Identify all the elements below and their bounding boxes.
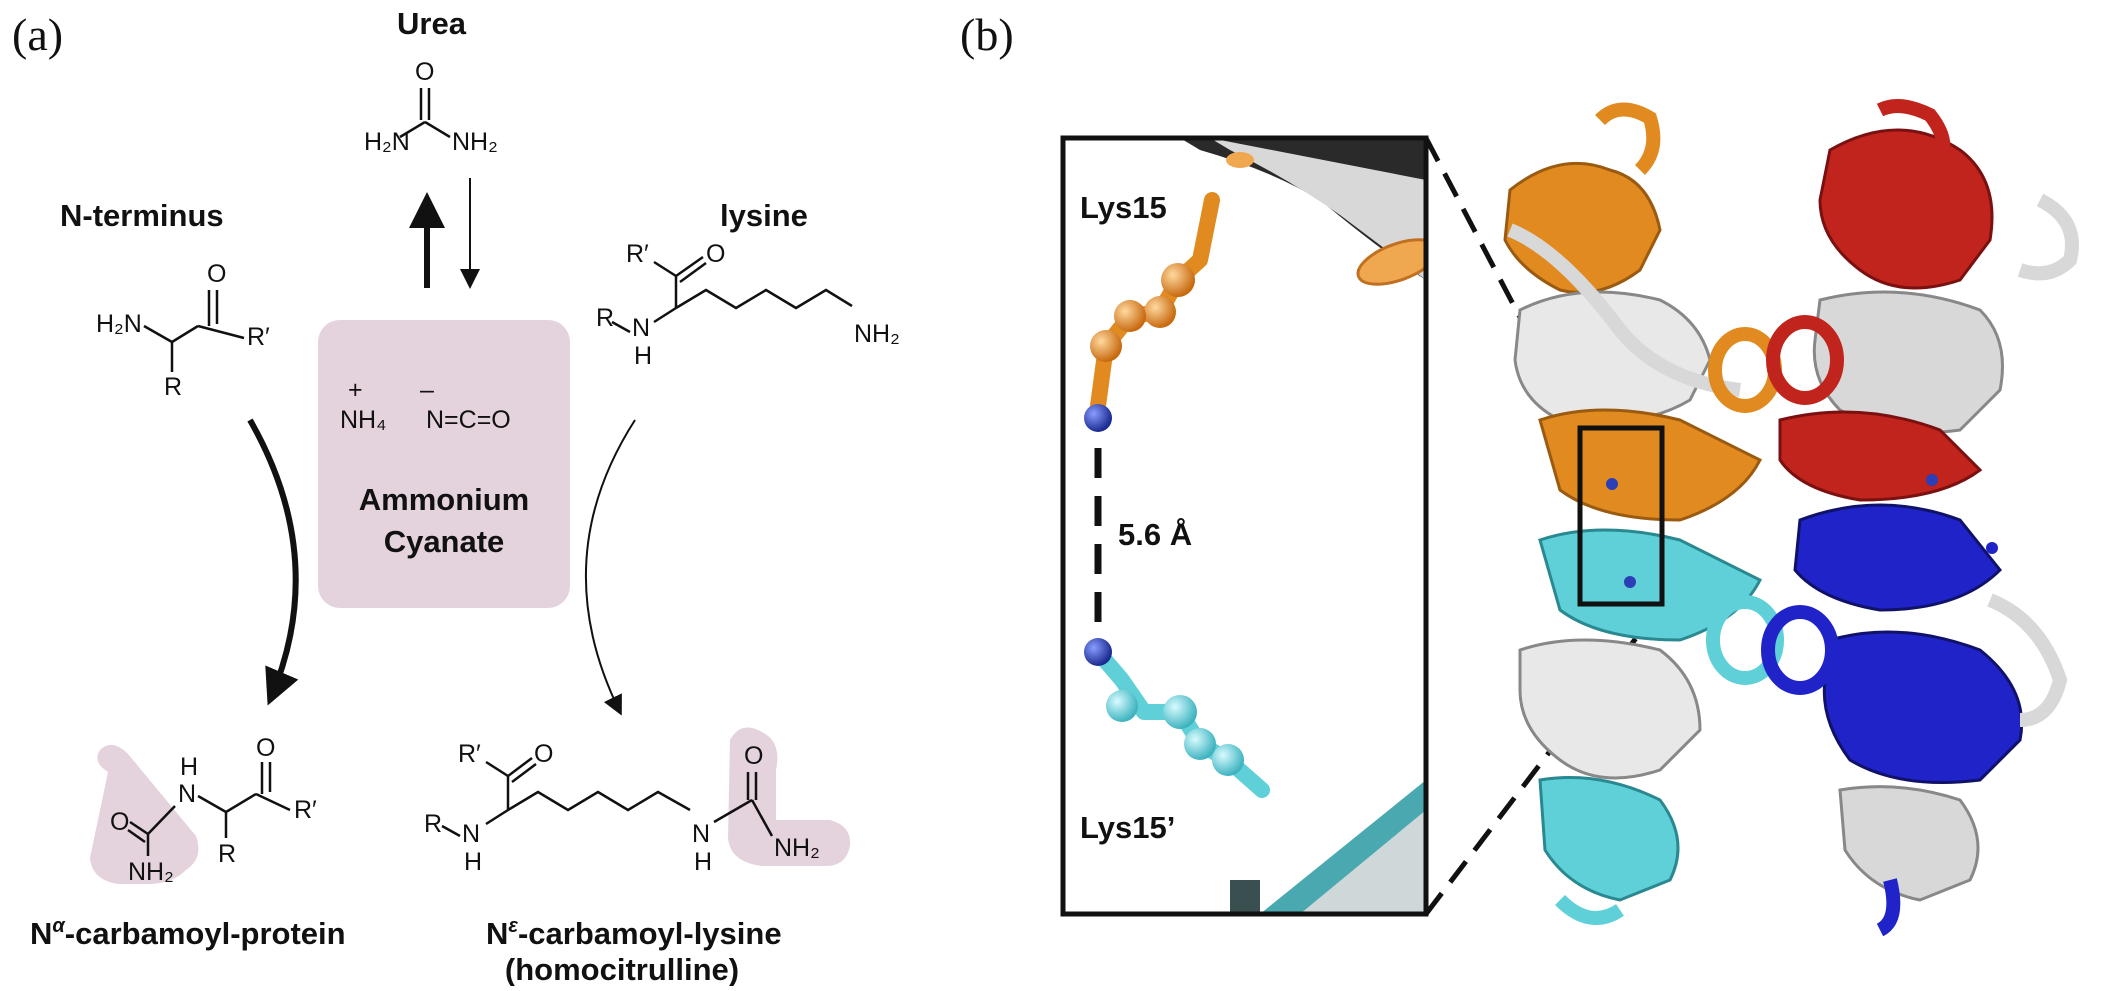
n-terminus-structure: N-terminus O H₂N R′ R (60, 198, 270, 401)
ammonium-plus: + (348, 376, 363, 404)
n-terminus-rprime: R′ (247, 323, 270, 351)
domain-cyan (1518, 528, 1784, 925)
right-product-rprime: R′ (458, 740, 481, 768)
ammonium-cyanate-line1: Ammonium (359, 482, 530, 517)
right-product-name-line2: (homocitrulline) (505, 952, 739, 986)
n-alpha-carbamoyl-protein-structure: H N O NH₂ O R′ R Nα-carbamoyl-protein (30, 734, 346, 951)
right-product-r: R (424, 810, 442, 838)
carbamoylation-arrow-left (247, 418, 299, 706)
left-product-n: N (178, 780, 196, 808)
ammonium-cyanate-line2: Cyanate (384, 524, 505, 559)
ammonium-cyanate-box: + NH₄ – N=C=O Ammonium Cyanate (318, 320, 570, 608)
n-terminus-h2n: H₂N (96, 310, 142, 338)
right-product-h-left: H (464, 848, 482, 876)
n-terminus-title: N-terminus (60, 198, 224, 233)
protein-structure (1503, 99, 2079, 937)
domain-red (1766, 99, 2079, 502)
domain-blue (1761, 503, 2068, 937)
right-product-n-left: N (462, 820, 480, 848)
right-product-name: Nε-carbamoyl-lysine (486, 915, 782, 951)
residue-label-bottom: Lys15’ (1080, 810, 1175, 845)
left-product-o-right: O (256, 734, 275, 762)
lysine-structure: lysine R′ O R N H NH₂ (596, 198, 900, 370)
urea-structure: Urea O H₂N NH₂ (364, 6, 498, 156)
carbamoylation-arrow-right (584, 419, 636, 716)
right-product-o-right: O (744, 742, 763, 770)
panel-a: (a) Urea O H₂N NH₂ N-terminus O H₂N R′ (12, 6, 900, 987)
right-product-nh2: NH₂ (774, 834, 820, 862)
panel-b-label: (b) (960, 9, 1014, 60)
lysine-r: R (596, 304, 614, 332)
zoom-inset-frame (1060, 135, 1429, 917)
domain-orange (1503, 102, 1782, 522)
lys15-nitrogen (1084, 404, 1112, 432)
lys15-prime-nitrogen (1084, 638, 1112, 666)
ammonium-formula: NH₄ (340, 406, 386, 434)
cyanate-minus: – (420, 376, 434, 404)
residue-label-top: Lys15 (1080, 190, 1167, 225)
urea-oxygen: O (415, 58, 434, 86)
zoom-region-box (1577, 425, 1665, 607)
panel-a-label: (a) (12, 9, 63, 60)
n-terminus-r: R (164, 373, 182, 401)
lys15-prime-sidechain (1084, 638, 1270, 798)
left-product-h: H (180, 753, 198, 781)
right-carbamoyl-highlight (728, 727, 851, 866)
lysine-n: N (632, 314, 650, 342)
lysine-nh2: NH₂ (854, 320, 900, 348)
zoom-connector-top (1423, 136, 1581, 430)
n-epsilon-carbamoyl-lysine-structure: R′ O R N H N H O NH₂ Nε-carbamoyl-lysine… (424, 727, 851, 987)
left-product-o-left: O (110, 808, 129, 836)
ammonium-cyanate-background (318, 320, 570, 608)
urea-title: Urea (397, 6, 467, 41)
zoom-inset: 5.6 Å Lys15 Lys15’ (1060, 135, 1429, 917)
distance-label: 5.6 Å (1118, 517, 1192, 552)
n-terminus-oxygen: O (207, 260, 226, 288)
lysine-h: H (634, 342, 652, 370)
lysine-title: lysine (720, 198, 808, 233)
urea-h2n: H₂N (364, 128, 410, 156)
panel-b: (b) (960, 9, 2079, 937)
urea-nh2: NH₂ (452, 128, 498, 156)
interface-residues (1603, 453, 1998, 588)
right-product-h-right: H (694, 848, 712, 876)
left-carbamoyl-highlight (90, 744, 199, 884)
left-product-name: Nα-carbamoyl-protein (30, 915, 346, 951)
right-product-o-left: O (534, 740, 553, 768)
lysine-rprime: R′ (626, 240, 649, 268)
lysine-oxygen: O (706, 240, 725, 268)
left-product-rprime: R′ (294, 796, 317, 824)
left-product-r: R (218, 840, 236, 868)
cyanate-formula: N=C=O (426, 406, 511, 434)
lys15-sidechain (1084, 192, 1220, 432)
right-product-n-right: N (692, 820, 710, 848)
left-product-nh2: NH₂ (128, 858, 174, 886)
